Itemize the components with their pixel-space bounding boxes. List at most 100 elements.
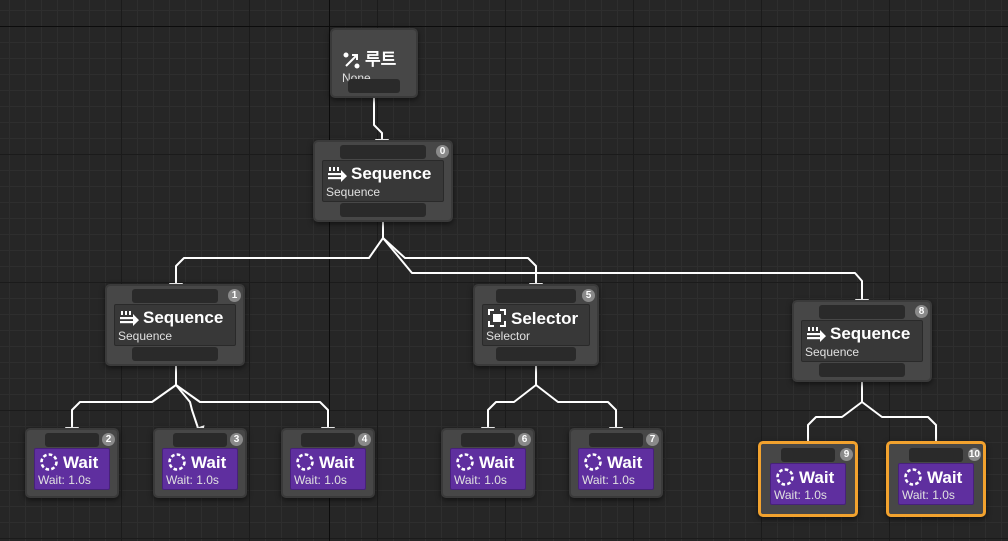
sequence-icon — [328, 167, 347, 182]
node-title-text: Wait — [63, 453, 99, 472]
node-title: Sequence — [806, 324, 910, 344]
sequence-node-1[interactable]: 1 Sequence Sequence — [105, 284, 245, 366]
node-body: Selector Selector — [482, 304, 590, 346]
sequence-icon — [120, 311, 139, 326]
wire-0-to-1 — [169, 222, 384, 297]
root-title-text: 루트 — [365, 50, 397, 69]
node-body: Wait Wait: 1.0s — [290, 448, 366, 490]
execution-index-badge: 3 — [230, 433, 243, 446]
root-output-pin[interactable] — [348, 79, 400, 93]
output-pin[interactable] — [132, 347, 218, 361]
execution-index-badge: 6 — [518, 433, 531, 446]
node-body: Wait Wait: 1.0s — [578, 448, 654, 490]
input-pin[interactable] — [496, 289, 576, 303]
node-title-text: Wait — [319, 453, 355, 472]
node-subtitle: Wait: 1.0s — [774, 488, 827, 502]
execution-index-badge: 5 — [582, 289, 595, 302]
input-pin[interactable] — [301, 433, 355, 447]
wait-node-9[interactable]: 9 Wait Wait: 1.0s — [758, 441, 858, 517]
wait-node-6[interactable]: 6 Wait Wait: 1.0s — [441, 428, 535, 498]
input-pin[interactable] — [461, 433, 515, 447]
wire-1-to-4 — [175, 384, 335, 441]
wait-node-7[interactable]: 7 Wait Wait: 1.0s — [569, 428, 663, 498]
wait-icon — [776, 468, 794, 486]
wait-node-3[interactable]: 3 Wait Wait: 1.0s — [153, 428, 247, 498]
input-pin[interactable] — [340, 145, 426, 159]
input-pin[interactable] — [45, 433, 99, 447]
input-pin[interactable] — [819, 305, 905, 319]
root-node-body: 루트 None — [339, 47, 409, 89]
wire-1-to-2 — [65, 366, 177, 441]
node-subtitle: Wait: 1.0s — [166, 473, 219, 487]
node-subtitle: Wait: 1.0s — [582, 473, 635, 487]
node-body: Sequence Sequence — [322, 160, 444, 202]
node-body: Sequence Sequence — [801, 320, 923, 362]
execution-index-badge: 9 — [840, 448, 853, 461]
input-pin[interactable] — [173, 433, 227, 447]
output-pin[interactable] — [819, 363, 905, 377]
root-node-title: 루트 — [343, 50, 396, 70]
node-title-text: Wait — [927, 468, 963, 487]
wait-icon — [904, 468, 922, 486]
root-icon — [343, 52, 360, 69]
node-title: Selector — [487, 308, 578, 329]
execution-index-badge: 1 — [228, 289, 241, 302]
node-body: Wait Wait: 1.0s — [162, 448, 238, 490]
node-subtitle: Wait: 1.0s — [454, 473, 507, 487]
selector-node-5[interactable]: 5 Selector Selector — [473, 284, 599, 366]
wire-5-to-6 — [481, 366, 537, 441]
wire-0-to-8 — [382, 237, 869, 313]
node-title: Wait — [39, 452, 98, 473]
root-node[interactable]: 루트 None — [330, 28, 418, 98]
wait-node-10[interactable]: 10 Wait Wait: 1.0s — [886, 441, 986, 517]
node-body: Wait Wait: 1.0s — [898, 463, 974, 505]
sequence-icon — [807, 327, 826, 342]
node-title: Wait — [903, 467, 962, 488]
node-subtitle: Wait: 1.0s — [294, 473, 347, 487]
wire-0-to-5 — [382, 237, 543, 297]
execution-index-badge: 10 — [967, 448, 981, 461]
node-title-text: Wait — [607, 453, 643, 472]
wire-root-to-0 — [373, 98, 389, 153]
input-pin[interactable] — [909, 448, 963, 462]
node-title: Wait — [775, 467, 834, 488]
output-pin[interactable] — [496, 347, 576, 361]
sequence-node-0[interactable]: 0 Sequence Sequence — [313, 140, 453, 222]
node-title: Wait — [583, 452, 642, 473]
input-pin[interactable] — [781, 448, 835, 462]
node-title-text: Sequence — [830, 324, 911, 343]
node-title-text: Sequence — [143, 308, 224, 327]
node-title: Wait — [295, 452, 354, 473]
input-pin[interactable] — [589, 433, 643, 447]
node-title: Sequence — [119, 308, 223, 328]
output-pin[interactable] — [340, 203, 426, 217]
node-subtitle: Sequence — [118, 329, 173, 343]
node-title-text: Wait — [479, 453, 515, 472]
wait-icon — [40, 453, 58, 471]
execution-index-badge: 4 — [358, 433, 371, 446]
node-title: Wait — [167, 452, 226, 473]
wait-icon — [456, 453, 474, 471]
wire-8-to-9 — [801, 382, 863, 457]
node-title: Sequence — [327, 164, 431, 184]
node-title-text: Wait — [191, 453, 227, 472]
sequence-node-8[interactable]: 8 Sequence Sequence — [792, 300, 932, 382]
selector-icon — [488, 309, 506, 327]
node-body: Wait Wait: 1.0s — [450, 448, 526, 490]
node-subtitle: Selector — [486, 329, 531, 343]
node-subtitle: Sequence — [326, 185, 381, 199]
wait-icon — [584, 453, 602, 471]
wait-node-2[interactable]: 2 Wait Wait: 1.0s — [25, 428, 119, 498]
node-title-text: Selector — [511, 309, 579, 328]
execution-index-badge: 0 — [436, 145, 449, 158]
node-subtitle: Wait: 1.0s — [902, 488, 955, 502]
wait-node-4[interactable]: 4 Wait Wait: 1.0s — [281, 428, 375, 498]
grid-axis-horizontal — [0, 26, 1008, 27]
node-subtitle: Sequence — [805, 345, 860, 359]
input-pin[interactable] — [132, 289, 218, 303]
wait-icon — [168, 453, 186, 471]
node-title: Wait — [455, 452, 514, 473]
execution-index-badge: 8 — [915, 305, 928, 318]
execution-index-badge: 7 — [646, 433, 659, 446]
node-body: Wait Wait: 1.0s — [770, 463, 846, 505]
